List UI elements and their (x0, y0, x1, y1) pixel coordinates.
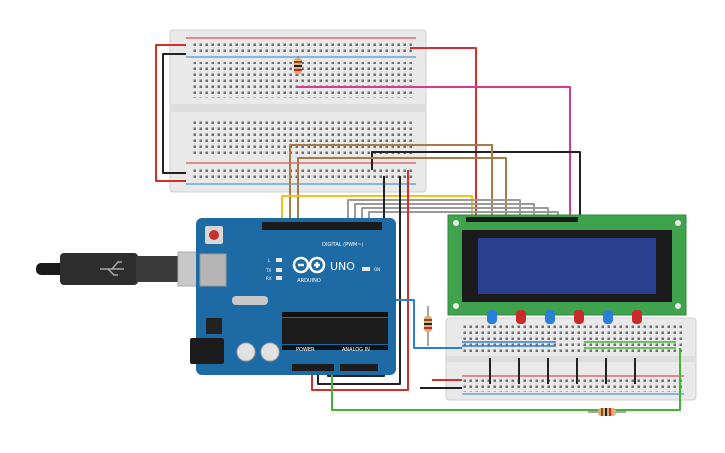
wire-pink[interactable] (298, 86, 571, 222)
bottom-board-jumpers (489, 358, 636, 384)
wire-black-lcd[interactable] (371, 151, 581, 222)
arduino-tx-label: TX (265, 268, 271, 273)
arduino-board[interactable]: ARDUINO UNO DIGITAL (PWM~) ANALOG IN POW… (190, 218, 396, 375)
arduino-brand-label: UNO (330, 260, 355, 273)
lcd-module[interactable] (447, 214, 687, 316)
button-5[interactable] (603, 310, 613, 324)
wire-red-right-rail[interactable] (410, 47, 477, 222)
wire-black-left-loop[interactable] (162, 53, 186, 174)
usb-icon (100, 261, 124, 276)
arduino-digital-label: DIGITAL (PWM~) (322, 242, 364, 248)
resistor-top[interactable] (294, 56, 302, 76)
arduino-logo-icon (292, 256, 326, 274)
resistor-middle[interactable] (424, 306, 432, 346)
arduino-maker-label: ARDUINO (297, 278, 321, 284)
button-4[interactable] (574, 310, 584, 324)
atmega-chip (282, 318, 388, 344)
button-3[interactable] (545, 310, 555, 324)
lcd-screen (478, 238, 656, 294)
button-caps (487, 310, 642, 324)
wire-black-gnd[interactable] (317, 176, 401, 385)
button-1[interactable] (487, 310, 497, 324)
usb-cable[interactable] (36, 251, 217, 287)
wire-red-5v[interactable] (311, 170, 409, 391)
arduino-l-label: L (268, 258, 271, 263)
button-2[interactable] (516, 310, 526, 324)
bottom-breadboard[interactable] (445, 317, 697, 401)
arduino-on-label: ON (374, 267, 380, 272)
wire-red-left-loop[interactable] (155, 44, 186, 182)
wires (155, 44, 681, 411)
wire-brown-1[interactable] (289, 144, 493, 228)
button-6[interactable] (632, 310, 642, 324)
arduino-rx-label: RX (266, 276, 272, 281)
arduino-analog-label: ANALOG IN (342, 347, 370, 353)
arduino-power-label: POWER (296, 347, 315, 353)
wire-green[interactable] (331, 348, 681, 411)
resistor-bottom[interactable] (588, 408, 626, 416)
wire-brown-2[interactable] (297, 157, 507, 228)
power-jack[interactable] (190, 338, 224, 364)
top-breadboard[interactable] (169, 29, 427, 193)
